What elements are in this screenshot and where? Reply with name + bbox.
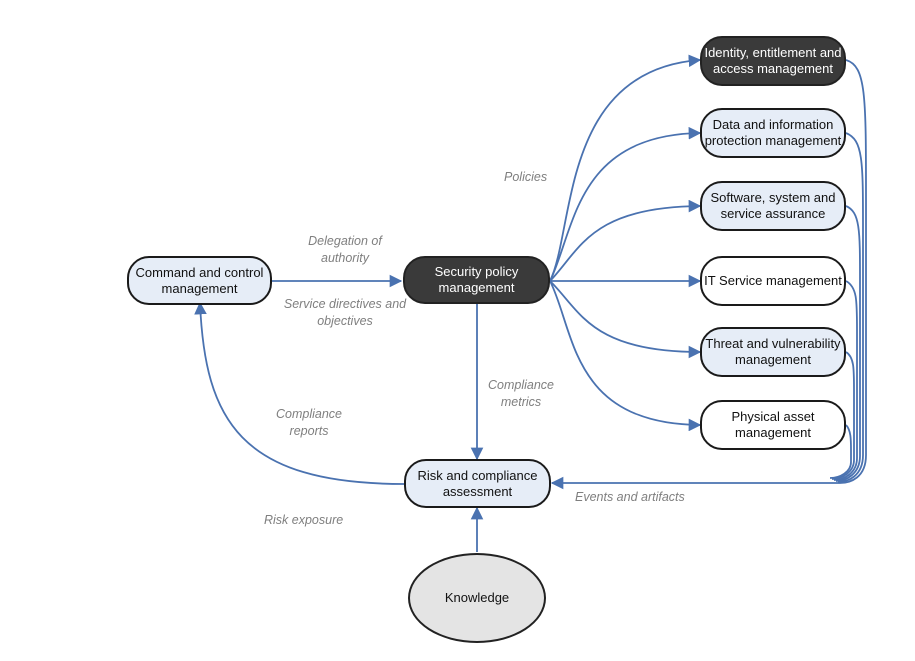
label-policies: Policies [504,170,548,184]
label-risk-exposure: Risk exposure [264,513,344,527]
edge-identity-feedback [839,59,867,484]
edge-risk-to-command [194,301,405,485]
edge-policy-to-identity [549,54,702,282]
label-compliance-metrics: Compliance metrics [487,378,554,409]
label-compliance-reports: Compliance reports [275,407,342,438]
label-delegation: Delegation of authority [308,234,382,265]
edge-software-feedback [835,205,861,482]
edge-itservice-feedback [833,280,858,481]
node-knowledge: Knowledge [408,553,546,643]
node-physical: Physical asset management [700,400,846,450]
node-software-assurance: Software, system and service assurance [700,181,846,231]
node-data-protection: Data and information protection manageme… [700,108,846,158]
node-security-policy: Security policy management [403,256,550,304]
edge-threat-feedback [831,351,855,480]
edge-policy-to-physical [549,280,702,432]
edge-policy-to-threat [549,280,702,359]
label-events: Events and artifacts [575,490,685,504]
label-service-directives: Service directives and objectives [283,297,407,328]
node-command: Command and control management [127,256,272,305]
node-it-service: IT Service management [700,256,846,306]
edge-physical-feedback [829,424,852,479]
edge-policy-to-software [549,199,702,282]
edge-policy-to-data [549,126,702,282]
edge-data-feedback [837,132,864,483]
node-risk: Risk and compliance assessment [404,459,551,508]
node-threat: Threat and vulnerability management [700,327,846,377]
node-identity: Identity, entitlement and access managem… [700,36,846,86]
